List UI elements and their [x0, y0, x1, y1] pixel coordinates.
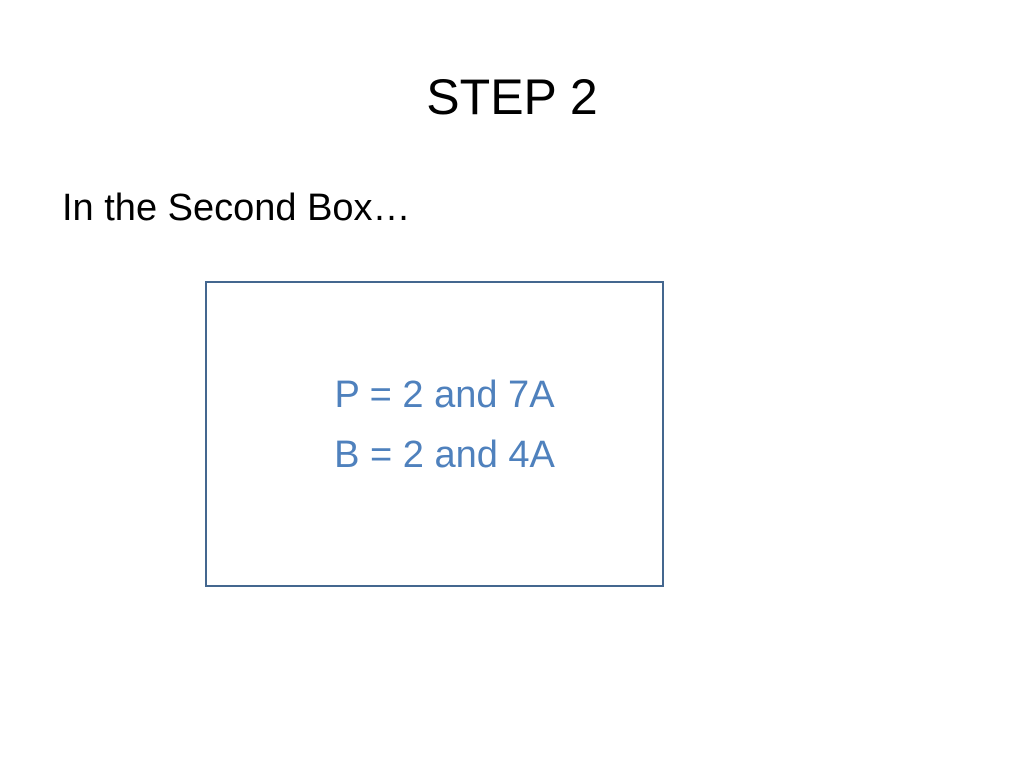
slide-title: STEP 2	[426, 69, 598, 125]
content-box: P = 2 and 7A B = 2 and 4A	[205, 281, 664, 587]
box-lines: P = 2 and 7A B = 2 and 4A	[207, 365, 662, 485]
box-line-b: B = 2 and 4A	[334, 434, 555, 476]
box-line-p: P = 2 and 7A	[334, 374, 555, 416]
slide-subtitle: In the Second Box…	[62, 187, 411, 229]
